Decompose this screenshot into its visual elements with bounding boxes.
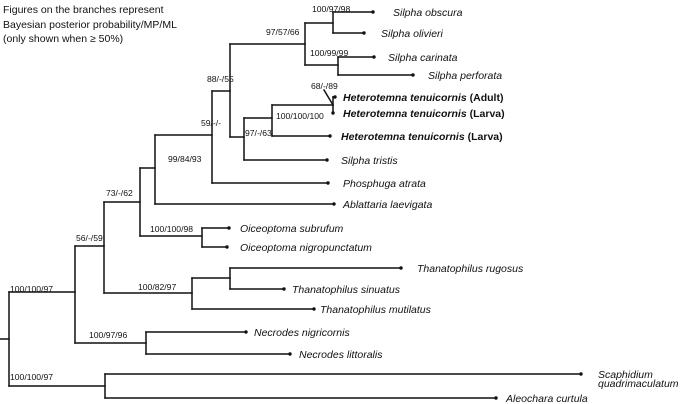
tip-dot — [399, 266, 403, 270]
support-label-heterotemna-adult-larva: 68/-/89 — [311, 81, 338, 91]
caption-line-2: Bayesian posterior probability/MP/ML — [3, 18, 177, 31]
taxon-label-ablattaria-laevigata: Ablattaria laevigata — [342, 199, 432, 211]
support-label-silpha-clade: 97/57/66 — [266, 27, 300, 37]
taxon-label-scaphidium-line2: quadrimaculatum — [598, 378, 679, 390]
support-label-heterotemna: 100/100/100 — [276, 111, 324, 121]
tip-dot — [411, 73, 415, 77]
support-label-silpha-obscura-olivieri: 100/97/98 — [312, 4, 350, 14]
tip-dot — [244, 330, 248, 334]
support-label-silpha-group: 88/-/55 — [207, 74, 234, 84]
figure-caption: Figures on the branches represent Bayesi… — [3, 3, 177, 47]
support-label-heterotemna-tristis: 97/-/63 — [245, 128, 272, 138]
taxon-label-silpha-carinata: Silpha carinata — [388, 52, 458, 64]
tip-dot — [494, 396, 498, 400]
tip-dot — [225, 245, 229, 249]
taxon-label-silpha-perforata: Silpha perforata — [428, 70, 502, 82]
tip-dot — [325, 158, 329, 162]
taxon-label-thanatophilus-sinuatus: Thanatophilus sinuatus — [292, 284, 401, 296]
taxon-label-silpha-obscura: Silpha obscura — [393, 7, 463, 19]
taxon-label-necrodes-nigricornis: Necrodes nigricornis — [254, 327, 350, 339]
support-label-silphidae: 100/100/97 — [10, 284, 53, 294]
tip-dot — [579, 372, 583, 376]
support-label-silpha-carinata-perforata: 100/99/99 — [310, 48, 348, 58]
taxon-label-silpha-tristis: Silpha tristis — [341, 155, 398, 167]
tip-dot — [227, 226, 231, 230]
tip-dot — [328, 134, 332, 138]
tip-dot — [288, 352, 292, 356]
tip-dot — [333, 95, 337, 99]
support-leader-line — [322, 88, 335, 107]
support-label-silphinae-core: 73/-/62 — [106, 188, 133, 198]
taxon-label-heterotemna-larva-1: Heterotemna tenuicornis (Larva) — [343, 108, 505, 120]
taxon-label-oiceoptoma-nigropunctatum: Oiceoptoma nigropunctatum — [240, 242, 372, 254]
tip-markers — [225, 10, 583, 400]
support-labels: 100/97/98 100/99/99 97/57/66 68/-/89 100/100… — [10, 4, 350, 382]
taxon-label-thanatophilus-mutilatus: Thanatophilus mutilatus — [320, 304, 432, 316]
tip-dot — [371, 10, 375, 14]
taxon-label-thanatophilus-rugosus: Thanatophilus rugosus — [417, 263, 524, 275]
taxon-label-heterotemna-adult: Heterotemna tenuicornis (Adult) — [343, 92, 503, 104]
support-label-thanatophilus: 100/82/97 — [138, 282, 176, 292]
tip-dot — [362, 31, 366, 35]
support-label-necrodes: 100/97/96 — [89, 330, 127, 340]
taxon-label-scaphidium: Scaphidium — [598, 369, 653, 381]
tip-dot — [282, 287, 286, 291]
taxon-label-necrodes-littoralis: Necrodes littoralis — [299, 349, 383, 361]
taxon-label-silpha-olivieri: Silpha olivieri — [381, 28, 444, 40]
support-label-oiceoptoma: 100/100/98 — [150, 224, 193, 234]
tree-branches — [0, 11, 582, 399]
support-label-phosphuga-node: 59/-/- — [201, 118, 221, 128]
support-label-outgroup: 100/100/97 — [10, 372, 53, 382]
tip-dot — [326, 181, 330, 185]
taxon-label-heterotemna-larva-2: Heterotemna tenuicornis (Larva) — [341, 131, 503, 143]
caption-line-3: (only shown when ≥ 50%) — [3, 33, 124, 45]
taxon-label-oiceoptoma-subrufum: Oiceoptoma subrufum — [240, 223, 344, 235]
taxon-label-phosphuga-atrata: Phosphuga atrata — [343, 178, 426, 190]
tip-dot — [331, 111, 335, 115]
taxon-label-aleochara-curtula: Aleochara curtula — [505, 393, 588, 404]
tip-dot — [332, 202, 336, 206]
support-label-main-clade: 56/-/59 — [76, 233, 103, 243]
support-label-ablattaria-node: 99/84/93 — [168, 154, 202, 164]
tip-dot — [312, 307, 316, 311]
caption-line-1: Figures on the branches represent — [3, 4, 164, 16]
tip-dot — [372, 55, 376, 59]
